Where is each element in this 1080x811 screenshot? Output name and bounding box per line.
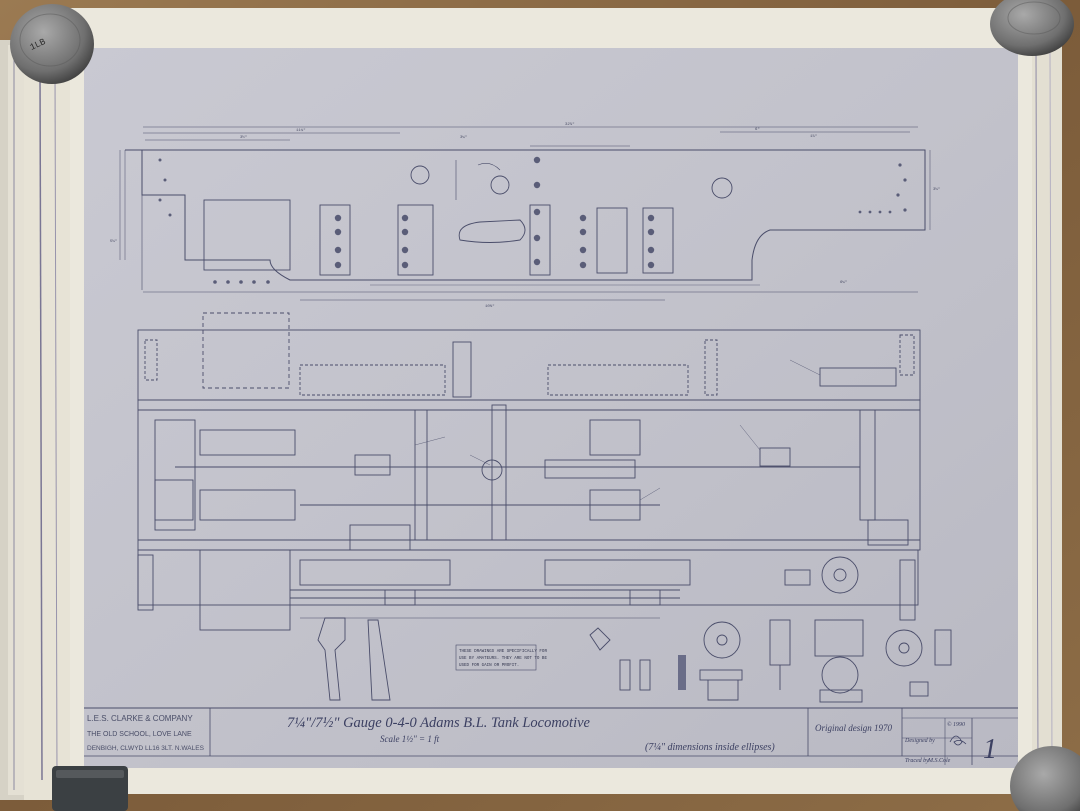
rivet-holes [158, 156, 907, 284]
title-block: L.E.S. CLARKE & COMPANY THE OLD SCHOOL, … [84, 707, 1018, 765]
leader-lines [414, 359, 821, 501]
traced-by-name: M.S.Cole [927, 758, 951, 764]
company-line-2: THE OLD SCHOOL, LOVE LANE [87, 731, 192, 738]
notice-line-1: THESE DRAWINGS ARE SPECIFICALLY FOR [459, 650, 547, 654]
dim-top-left-2: 3½" [240, 135, 247, 140]
dim-top-mid: 3¼" [460, 135, 467, 140]
paperweight-top-right [990, 0, 1074, 56]
paperweight-bottom-left [52, 766, 128, 811]
notice-line-3: USED FOR GAIN OR PROFIT. [459, 664, 519, 668]
copyright: © 1990 [947, 721, 965, 728]
chassis-plan-view [137, 312, 921, 631]
traced-by-label: Traced by [905, 758, 929, 764]
detail-parts [317, 617, 952, 703]
frame-side-view [119, 126, 931, 301]
dim-right-height: 3⅛" [933, 187, 940, 192]
drawing-scale: Scale 1½" = 1 ft [380, 734, 440, 744]
dim-bottom-right: 6¼" [840, 280, 847, 285]
paperweight-bottom-right [1010, 746, 1080, 811]
dim-top-left-1: 11¼" [296, 128, 306, 133]
drawing-area [84, 48, 1018, 768]
company-line-3: DENBIGH, CLWYD LL16 3LT. N.WALES [87, 745, 205, 752]
designer-signature [949, 735, 967, 746]
drawing-title: 7¼"/7½" Gauge 0-4-0 Adams B.L. Tank Loco… [287, 715, 591, 731]
dim-left-height: 5⅛" [110, 239, 117, 244]
original-design: Original design 1970 [815, 723, 893, 733]
paperweight-top-left: 1LB [10, 4, 94, 84]
company-line-1: L.E.S. CLARKE & COMPANY [87, 714, 193, 723]
dim-bottom-mid: 10⅝" [485, 304, 495, 309]
designed-by-label: Designed by [904, 738, 935, 744]
notice-line-2: USE BY AMATEURS. THEY ARE NOT TO BE [459, 657, 547, 661]
dim-top-right-1: 6" [755, 127, 760, 132]
dim-overall: 32⅞" [565, 122, 575, 127]
usage-notice: THESE DRAWINGS ARE SPECIFICALLY FOR USE … [455, 644, 547, 671]
dim-top-right-2: 1⅞" [810, 134, 817, 139]
dimension-note: (7¼" dimensions inside ellipses) [645, 742, 775, 753]
dimension-labels: 32⅞" 11¼" 3½" 3¼" 6" 1⅞" 10⅝" 6¼" 5⅛" 3⅛… [110, 122, 940, 309]
sheet-number: 1 [983, 734, 997, 765]
